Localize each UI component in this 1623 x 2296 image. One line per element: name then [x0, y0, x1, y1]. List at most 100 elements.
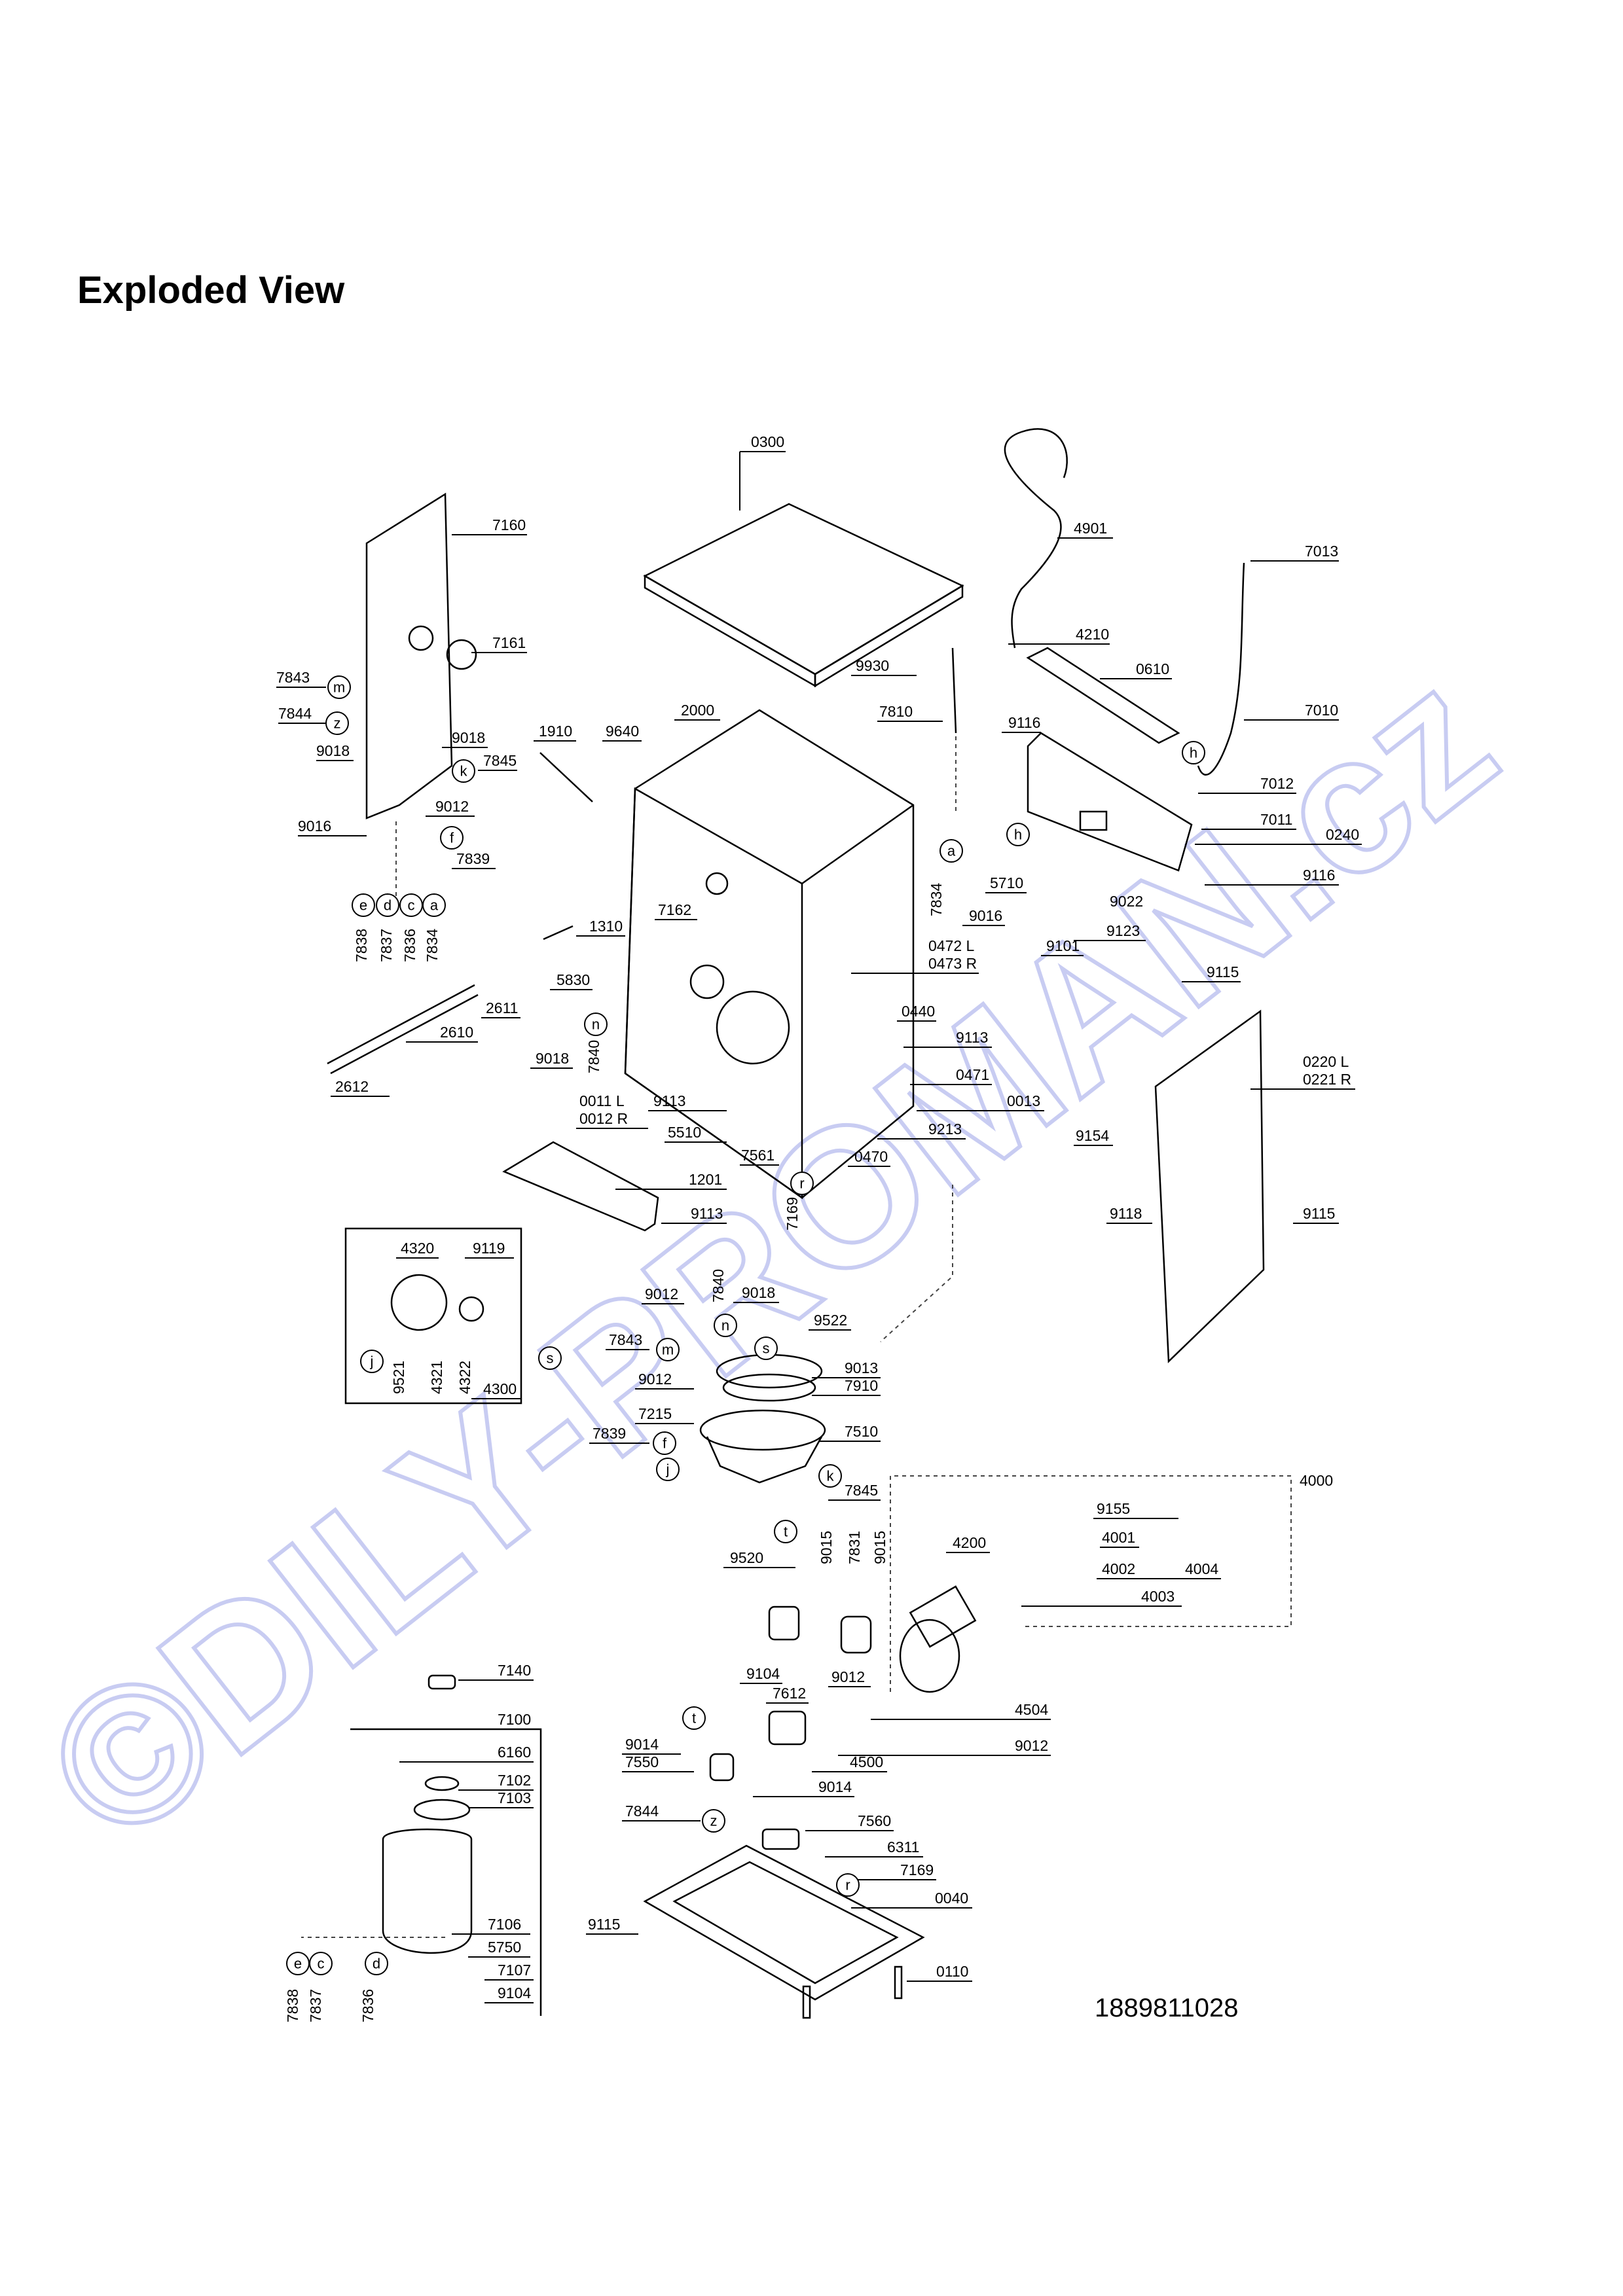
- rail-0610: [1026, 647, 1180, 744]
- callout-4002: 4002: [1102, 1560, 1135, 1577]
- callout-9118: 9118: [1110, 1205, 1142, 1222]
- svg-text:c: c: [318, 1956, 325, 1972]
- callout-2611: 2611: [486, 999, 518, 1016]
- svg-text:m: m: [662, 1342, 674, 1358]
- gasket-7102: [424, 1776, 460, 1791]
- callout-5510: 5510: [668, 1124, 701, 1141]
- letter-e2: e: [286, 1952, 310, 1975]
- callout-9155: 9155: [1097, 1500, 1130, 1517]
- callout-7510: 7510: [845, 1423, 878, 1440]
- callout-9116a: 9116: [1008, 714, 1040, 731]
- callout-9101: 9101: [1046, 937, 1080, 954]
- callout-4003: 4003: [1141, 1588, 1175, 1605]
- callout-4300: 4300: [483, 1380, 517, 1397]
- callout-9018c: 9018: [536, 1050, 569, 1067]
- vertical-callouts: 7838 7837 7836 7834 7834 7840 7169 7840 …: [284, 883, 945, 2022]
- callout-7561: 7561: [741, 1147, 775, 1164]
- tub-edge: [801, 804, 914, 885]
- motor-body: [909, 1585, 977, 1648]
- callout-9113b: 9113: [653, 1092, 685, 1109]
- callout-0240: 0240: [1326, 826, 1359, 843]
- pump-4320: [390, 1274, 448, 1331]
- base-tray-0040: [643, 1844, 925, 2001]
- callout-9016a: 9016: [298, 817, 331, 834]
- callout-7839a: 7839: [456, 850, 490, 867]
- callout-4001: 4001: [1102, 1529, 1135, 1546]
- letter-n2: n: [714, 1314, 737, 1337]
- letter-s2: s: [754, 1336, 778, 1360]
- callout-7102: 7102: [498, 1772, 531, 1789]
- sump-7510: [699, 1409, 826, 1451]
- svg-text:h: h: [1014, 827, 1022, 843]
- fitting-9520: [768, 1605, 800, 1641]
- callout-1310: 1310: [589, 918, 623, 935]
- callout-0440: 0440: [902, 1003, 935, 1020]
- callout-5750: 5750: [488, 1939, 521, 1956]
- callout-2610: 2610: [440, 1024, 473, 1041]
- filter-7910: [722, 1373, 816, 1402]
- callout-0220: 0220 L: [1303, 1053, 1349, 1070]
- callout-6160: 6160: [498, 1744, 531, 1761]
- letter-h2: h: [1182, 741, 1205, 764]
- letter-r1: r: [790, 1172, 814, 1195]
- svg-text:n: n: [592, 1016, 600, 1033]
- letter-s1: s: [538, 1346, 562, 1370]
- callout-7560: 7560: [858, 1812, 891, 1829]
- callouts: 0300 4901 7013 7160 7161 7843 7844 9018 …: [276, 433, 1362, 2003]
- callout-7160: 7160: [492, 516, 526, 533]
- letter-d2: d: [365, 1952, 388, 1975]
- vcallout-7836b: 7836: [359, 1989, 376, 2022]
- sump-body: [706, 1436, 823, 1484]
- letter-r2: r: [836, 1873, 860, 1897]
- callout-9115c: 9115: [588, 1916, 620, 1933]
- rod-1910: [539, 752, 593, 802]
- tub-sump: [716, 990, 790, 1065]
- pipe-7612: [840, 1615, 872, 1654]
- callout-9113a: 9113: [956, 1029, 988, 1046]
- letter-n1: n: [584, 1013, 608, 1036]
- letter-f2: f: [653, 1431, 676, 1455]
- letter-k1: k: [452, 759, 475, 783]
- callout-9022: 9022: [1110, 893, 1143, 910]
- elbow-7550: [709, 1753, 735, 1782]
- callout-0470: 0470: [854, 1148, 888, 1165]
- vcallout-7838b: 7838: [284, 1989, 301, 2022]
- callout-0473: 0473 R: [928, 955, 977, 972]
- callout-7012: 7012: [1260, 775, 1294, 792]
- worktop-part: [643, 503, 964, 675]
- callout-9154: 9154: [1076, 1127, 1109, 1144]
- svg-text:j: j: [370, 1354, 374, 1370]
- tub-port-7162: [705, 872, 729, 895]
- callout-4000: 4000: [1300, 1472, 1333, 1489]
- group-4000-frame: [890, 1475, 1292, 1692]
- svg-text:f: f: [663, 1435, 667, 1452]
- callout-9013: 9013: [845, 1359, 878, 1376]
- pump-part-9119: [458, 1296, 484, 1322]
- callout-4500: 4500: [850, 1753, 883, 1770]
- svg-text:r: r: [845, 1877, 850, 1893]
- callout-2612: 2612: [335, 1078, 369, 1095]
- letter-j2: j: [656, 1458, 680, 1481]
- callout-0012: 0012 R: [579, 1110, 628, 1127]
- callout-9018b: 9018: [452, 729, 485, 746]
- vcallout-7834b: 7834: [928, 883, 945, 916]
- rail-2610b: [330, 994, 479, 1075]
- cable-4901: [1004, 431, 1062, 649]
- callout-7107: 7107: [498, 1962, 531, 1979]
- callout-0471: 0471: [956, 1066, 989, 1083]
- rod-1310: [543, 925, 574, 941]
- letter-m1: m: [327, 675, 351, 699]
- callout-4200: 4200: [953, 1534, 986, 1551]
- letter-d1: d: [376, 893, 399, 917]
- letter-t2: t: [682, 1706, 706, 1730]
- callout-1910: 1910: [539, 723, 572, 740]
- callout-9104a: 9104: [746, 1665, 780, 1682]
- callout-9012d: 9012: [831, 1668, 865, 1685]
- callout-5830: 5830: [556, 971, 590, 988]
- callout-9113c: 9113: [691, 1205, 723, 1222]
- letter-c1: c: [399, 893, 423, 917]
- callout-7140: 7140: [498, 1662, 531, 1679]
- callout-7845b: 7845: [845, 1482, 878, 1499]
- vcallout-7840a: 7840: [585, 1040, 602, 1073]
- side-panel-7160: [365, 492, 453, 819]
